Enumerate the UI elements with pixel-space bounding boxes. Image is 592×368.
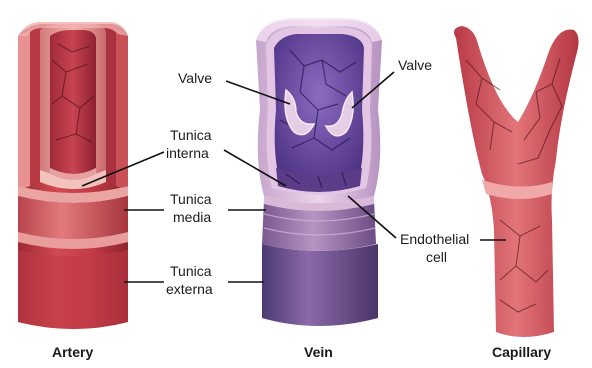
valve-right-label: Valve	[398, 57, 432, 73]
vein-illustration	[256, 18, 382, 326]
tunica-media-label-line2: media	[173, 209, 211, 225]
vein-title: Vein	[304, 344, 333, 360]
valve-left-label: Valve	[178, 70, 212, 86]
tunica-externa-label-line1: Tunica	[170, 263, 212, 279]
artery-title: Artery	[52, 344, 93, 360]
tunica-interna-label-line1: Tunica	[170, 127, 212, 143]
tunica-media-label-line1: Tunica	[170, 191, 212, 207]
artery-illustration	[18, 22, 128, 329]
capillary-title: Capillary	[492, 344, 551, 360]
capillary-illustration	[454, 26, 579, 337]
endothelial-cell-label-line2: cell	[426, 249, 447, 265]
endothelial-cell-label-line1: Endothelial	[400, 231, 469, 247]
tunica-externa-label-line2: externa	[166, 281, 213, 297]
tunica-interna-label-line2: interna	[166, 145, 209, 161]
